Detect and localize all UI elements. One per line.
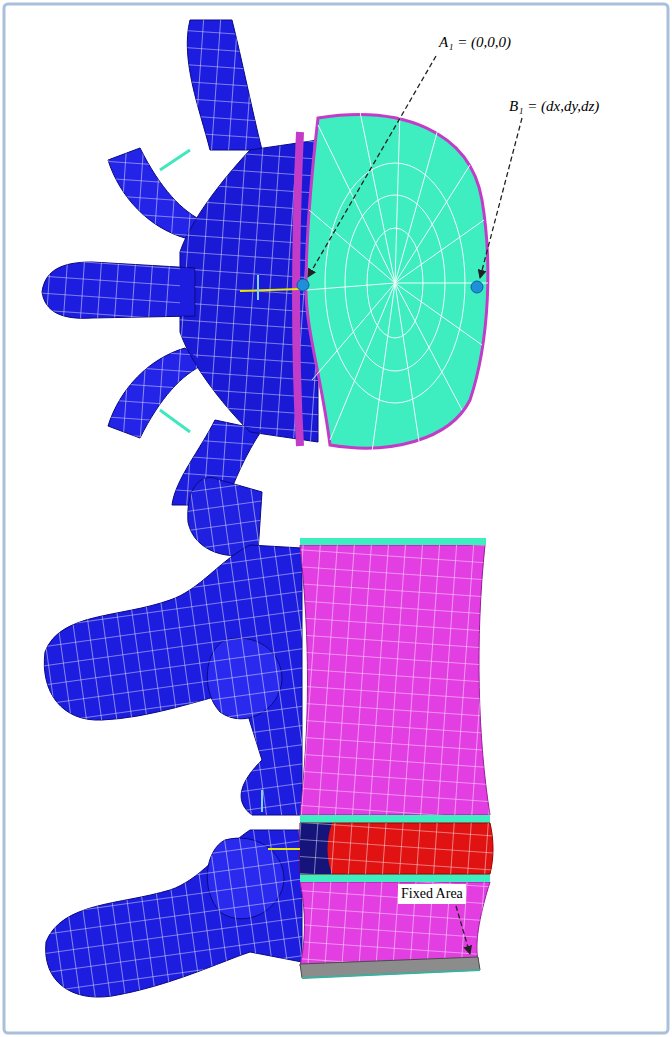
leader-line (456, 906, 470, 954)
fixed-support (300, 957, 480, 978)
leader-line (480, 118, 522, 278)
body-mesh (306, 110, 488, 452)
axis-marker (257, 275, 259, 300)
axis-marker (240, 289, 300, 291)
frame (4, 4, 668, 1033)
point-b (471, 281, 483, 293)
boundary-label: Fixed Area (398, 884, 466, 904)
endplate (300, 538, 486, 545)
point-label: A₁ = (0,0,0) (436, 32, 514, 52)
axis-marker (261, 790, 263, 812)
mesh-lines (44, 478, 302, 997)
mesh-lines (300, 545, 493, 966)
mesh-lines (42, 20, 318, 505)
lateral-segment (44, 478, 493, 997)
point-a (297, 279, 309, 291)
point-label: B₁ = (dx,dy,dz) (506, 96, 602, 116)
leader-line (308, 56, 436, 277)
top-vertebra (42, 20, 488, 505)
posterior-elements (42, 20, 318, 505)
endplate (300, 815, 490, 823)
axis-marker (268, 848, 300, 850)
leader-lines (308, 56, 522, 954)
fixed-support-edge (302, 970, 480, 978)
cartilage-strip (160, 150, 190, 432)
endplate (300, 874, 490, 882)
